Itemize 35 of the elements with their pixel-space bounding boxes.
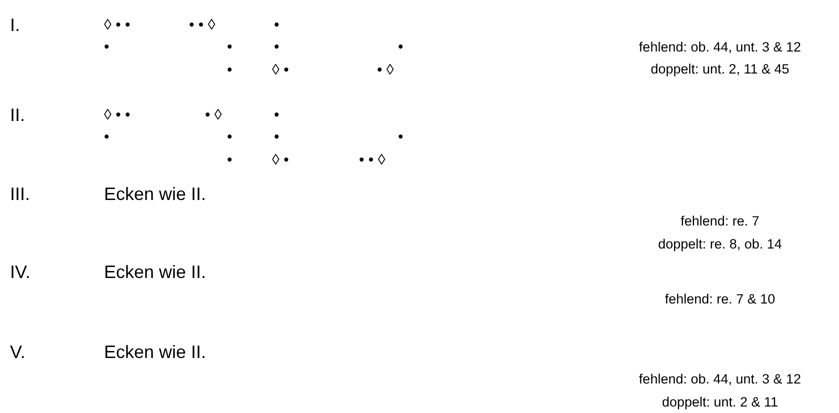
row-text: Ecken wie II. bbox=[104, 343, 206, 361]
dot-pattern: • bbox=[227, 40, 232, 54]
note: fehlend: ob. 44, unt. 3 & 12 bbox=[638, 40, 802, 54]
note: doppelt: unt. 2, 11 & 45 bbox=[650, 62, 790, 76]
dot-pattern: ◊ • • bbox=[104, 18, 130, 32]
dot-pattern: • • ◊ bbox=[189, 18, 216, 32]
row-text: Ecken wie II. bbox=[104, 263, 206, 281]
note: doppelt: re. 8, ob. 14 bbox=[658, 237, 782, 251]
dot-pattern: ◊ • bbox=[272, 152, 289, 168]
dot-pattern: • bbox=[398, 40, 404, 54]
note: fehlend: re. 7 bbox=[680, 214, 760, 228]
row-numeral: II. bbox=[10, 106, 26, 124]
dot-pattern: • bbox=[227, 62, 232, 78]
note: doppelt: unt. 2 & 11 bbox=[662, 395, 778, 409]
dot-pattern: • bbox=[274, 108, 280, 122]
dot-pattern: • bbox=[274, 40, 280, 54]
dot-pattern: • bbox=[227, 152, 232, 168]
dot-pattern: ◊ • bbox=[272, 62, 289, 78]
dot-pattern: • bbox=[227, 130, 232, 144]
row-numeral: III. bbox=[10, 185, 30, 203]
dot-pattern: • ◊ bbox=[205, 108, 222, 122]
row-numeral: I. bbox=[10, 16, 20, 34]
dot-pattern: • ◊ bbox=[377, 62, 394, 78]
dot-pattern: • bbox=[104, 40, 110, 54]
note: fehlend: re. 7 & 10 bbox=[664, 292, 776, 306]
note: fehlend: ob. 44, unt. 3 & 12 bbox=[638, 372, 802, 386]
dot-pattern: • bbox=[398, 130, 404, 144]
dot-pattern: • bbox=[274, 18, 280, 32]
dot-pattern: • bbox=[104, 130, 110, 144]
row-numeral: V. bbox=[10, 343, 26, 361]
row-text: Ecken wie II. bbox=[104, 185, 206, 203]
dot-pattern: ◊ • • bbox=[104, 108, 130, 122]
row-numeral: IV. bbox=[10, 263, 30, 281]
dot-pattern: • bbox=[274, 130, 280, 144]
dot-pattern: • • ◊ bbox=[359, 152, 386, 168]
